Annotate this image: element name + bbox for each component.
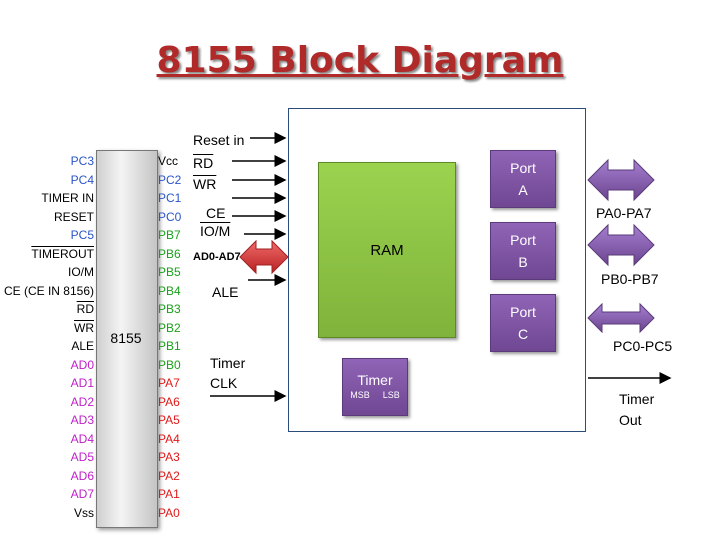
pin-ad5: AD5 [70,450,94,464]
pin-pb1: PB1 [158,339,181,353]
port-c-arrow [587,302,655,334]
pin-pa0: PA0 [158,505,180,520]
pin-pb6: PB6 [158,246,181,261]
port-a-label-1: Port [510,160,536,176]
timer-out-label-2: Out [619,412,642,428]
pin-reset: RESET [53,209,94,224]
pin-ad4: AD4 [70,431,94,446]
timer-lsb-label: LSB [382,390,400,400]
pin-pa5: PA5 [158,413,180,427]
pin-pa6: PA6 [158,394,180,409]
pin-ale: ALE [71,339,94,353]
ram-label: RAM [370,241,404,259]
pin-pa7: PA7 [158,376,180,390]
pin-ce: CE (CE IN 8156) [3,283,94,298]
timer-clk-label-1: Timer [210,355,246,371]
pc-label: PC0-PC5 [613,338,673,354]
chip-label: 8155 [110,330,142,346]
pin-rd: RD [76,302,94,316]
chip-8155-body [96,150,158,528]
pin-pb0: PB0 [158,357,181,372]
pin-timerout: TIMEROUT [31,246,94,261]
pin-pb2: PB2 [158,320,181,335]
pin-pa1: PA1 [158,487,180,501]
page-title: 8155 Block Diagram [156,40,564,81]
pin-ad0: AD0 [70,357,94,372]
pin-vcc: Vcc [158,154,179,168]
ad-bus-label: AD0-AD7 [193,251,241,263]
port-c-block: Port C [490,294,556,352]
pin-timer-in: TIMER IN [41,191,94,205]
timer-msb-label: MSB [350,390,370,400]
pin-wr: WR [74,320,94,335]
port-c-label-2: C [517,326,529,342]
ram-block: RAM [318,162,456,338]
pin-pb3: PB3 [158,302,181,316]
timer-block: Timer MSB LSB [342,358,408,416]
pb-label: PB0-PB7 [601,271,659,287]
pin-pc5: PC5 [70,228,94,242]
pin-pc2: PC2 [158,172,182,187]
pin-pc1: PC1 [158,191,182,205]
timer-clk-label-2: CLK [210,375,238,391]
port-b-block: Port B [490,222,556,280]
ce-label: CE [206,205,226,221]
wr-label: WR [193,176,217,192]
pin-pa2: PA2 [158,468,180,483]
pin-ad6: AD6 [70,468,94,483]
pin-ad1: AD1 [70,376,94,390]
pin-ad2: AD2 [70,394,94,409]
pin-ad3: AD3 [70,413,94,427]
rd-label: RD [193,155,214,171]
pin-pc4: PC4 [70,172,94,187]
pin-pc0: PC0 [158,209,182,224]
port-b-label-2: B [518,254,528,270]
pin-pc3: PC3 [70,154,94,168]
pin-pb4: PB4 [158,283,181,298]
pin-pa4: PA4 [158,431,180,446]
port-b-arrow [587,223,655,267]
port-b-label-1: Port [510,232,536,248]
pin-pb7: PB7 [158,228,181,242]
pa-label: PA0-PA7 [596,205,652,221]
timer-label: Timer [357,372,393,388]
port-a-label-2: A [518,182,528,198]
io-m-label: IO/M [200,223,231,239]
ale-label: ALE [212,284,239,300]
pin-pb5: PB5 [158,265,181,279]
port-a-block: Port A [490,150,556,208]
timer-out-label-1: Timer [619,391,655,407]
reset-in-label: Reset in [193,132,245,148]
pin-ad7: AD7 [70,487,94,501]
port-c-label-1: Port [510,304,536,320]
pin-io-m: IO/M [68,265,94,279]
port-a-arrow [587,158,655,202]
pin-pa3: PA3 [158,450,180,464]
pin-vss: Vss [73,505,94,520]
ad-bus-arrow [239,239,289,275]
